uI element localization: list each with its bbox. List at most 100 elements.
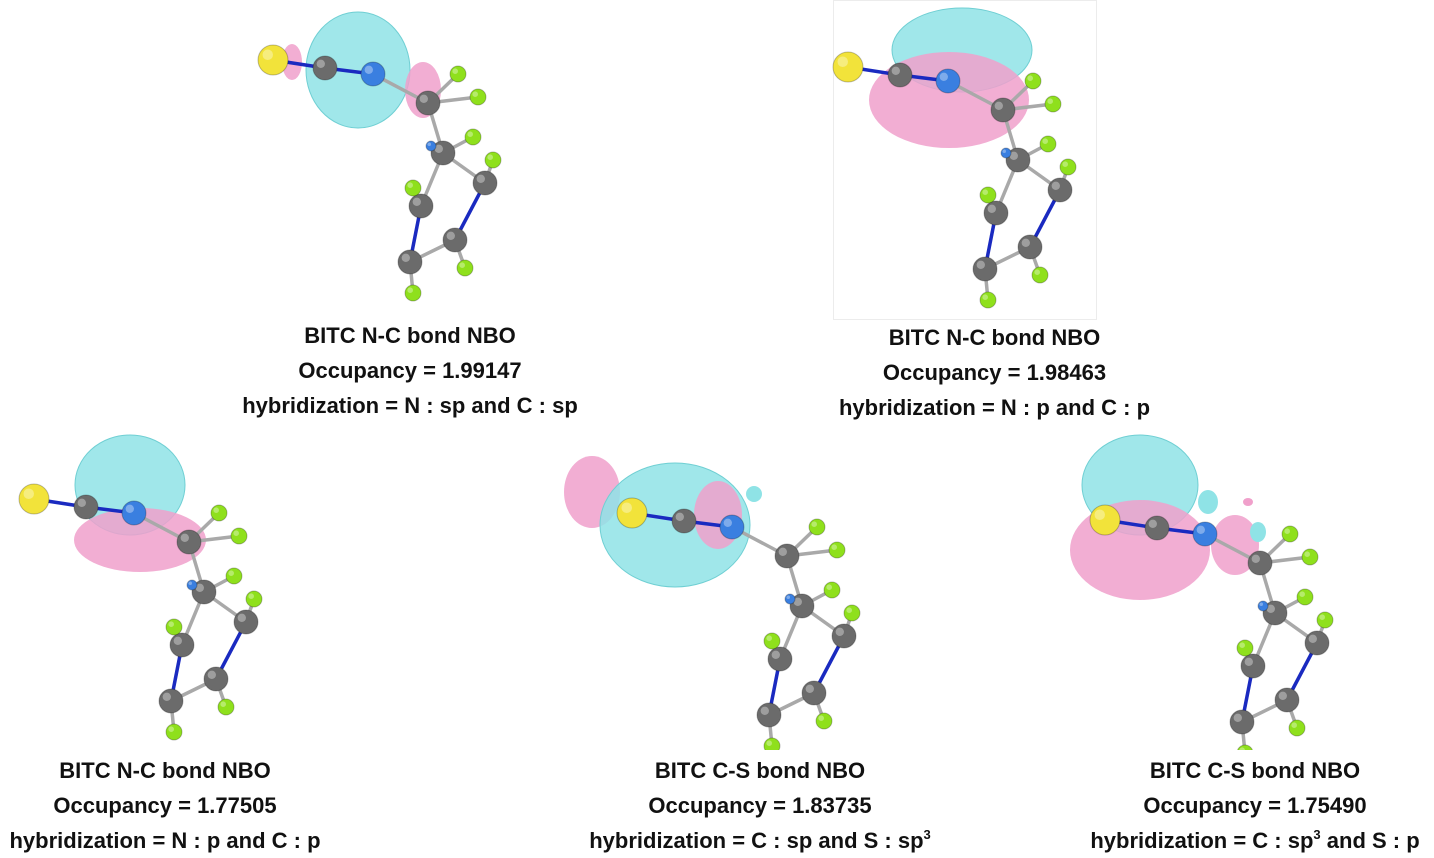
atom-highlight <box>778 547 787 556</box>
caption-hybridization: hybridization = N : sp and C : sp <box>242 393 578 418</box>
carbon-atom <box>203 666 229 692</box>
nitrogen-atom <box>1000 147 1012 159</box>
atom-highlight <box>467 131 474 137</box>
atom-highlight <box>1239 747 1245 750</box>
nitrogen-atom <box>719 514 745 540</box>
fluorine-atom <box>979 291 997 309</box>
atom-highlight <box>233 530 239 536</box>
fluorine-atom <box>1059 158 1077 176</box>
atom-highlight <box>771 650 780 659</box>
nbo-orbital-figure-3 <box>18 434 263 741</box>
sulfur-atom <box>18 483 50 515</box>
atom-highlight <box>939 72 948 82</box>
carbon-atom <box>831 623 857 649</box>
atom-highlight <box>1034 269 1040 276</box>
carbon-atom <box>158 688 184 714</box>
fluorine-atom <box>165 723 183 741</box>
caption-5: BITC C-S bond NBO Occupancy = 1.75490 hy… <box>1070 753 1434 858</box>
atom-highlight <box>766 740 772 746</box>
atom-highlight <box>237 613 246 622</box>
atom-highlight <box>1266 604 1275 613</box>
atom-highlight <box>831 544 837 550</box>
atom-highlight <box>835 627 844 636</box>
carbon-atom <box>1144 515 1170 541</box>
lobe-positive <box>1198 490 1218 514</box>
atom-highlight <box>1148 519 1157 528</box>
fluorine-atom <box>1236 639 1254 657</box>
atom-highlight <box>1233 713 1242 722</box>
atom-highlight <box>982 189 988 195</box>
nitrogen-atom <box>425 140 437 152</box>
fluorine-atom <box>979 186 997 204</box>
caption-occupancy: Occupancy = 1.99147 <box>298 358 522 383</box>
atom-highlight <box>1244 657 1253 666</box>
lobe-positive <box>746 486 762 502</box>
atom-highlight <box>826 584 832 590</box>
carbon-atom <box>972 256 998 282</box>
fluorine-atom <box>464 128 482 146</box>
carbon-atom <box>1047 177 1073 203</box>
atom-highlight <box>1042 138 1048 144</box>
carbon-atom <box>397 249 423 275</box>
sulfur-atom <box>257 44 289 76</box>
atom-highlight <box>846 607 852 613</box>
carbon-atom <box>312 55 338 81</box>
atom-highlight <box>207 670 216 679</box>
fluorine-atom <box>1316 611 1334 629</box>
nitrogen-atom <box>1192 521 1218 547</box>
carbon-atom <box>1304 630 1330 656</box>
atom-highlight <box>723 518 732 527</box>
caption-4: BITC C-S bond NBO Occupancy = 1.83735 hy… <box>570 753 950 858</box>
nbo-orbital-figure-4 <box>564 456 861 750</box>
caption-occupancy: Occupancy = 1.83735 <box>648 793 872 818</box>
atom-highlight <box>23 488 34 499</box>
caption-occupancy: Occupancy = 1.77505 <box>53 793 277 818</box>
atom-highlight <box>1278 691 1287 700</box>
atom-highlight <box>220 701 226 707</box>
panel-1: BITC N-C bond NBO Occupancy = 1.99147 hy… <box>0 0 717 420</box>
fluorine-atom <box>1039 135 1057 153</box>
atom-highlight <box>173 636 182 645</box>
carbon-atom <box>442 227 468 253</box>
atom-highlight <box>427 142 431 146</box>
fluorine-atom <box>456 259 474 277</box>
caption-hybridization: hybridization = C : sp3 and S : p <box>1090 827 1420 853</box>
atom-highlight <box>487 154 494 160</box>
atom-highlight <box>188 581 192 585</box>
atom-highlight <box>228 570 234 576</box>
atom-highlight <box>168 621 174 627</box>
caption-1: BITC N-C bond NBO Occupancy = 1.99147 hy… <box>200 318 620 423</box>
lobe-negative <box>1211 515 1259 575</box>
carbon-atom <box>430 140 456 166</box>
atom-highlight <box>766 635 772 641</box>
carbon-atom <box>1247 550 1273 576</box>
atom-highlight <box>1284 528 1290 534</box>
atom-highlight <box>1251 554 1260 563</box>
nitrogen-atom <box>186 579 198 591</box>
panel-3: BITC N-C bond NBO Occupancy = 1.77505 hy… <box>0 430 480 854</box>
carbon-atom <box>233 609 259 635</box>
nitrogen-atom <box>784 593 796 605</box>
molecule-ball-and-stick <box>1089 504 1334 750</box>
atom-highlight <box>472 91 479 97</box>
atom-highlight <box>434 144 443 153</box>
carbon-atom <box>408 193 434 219</box>
atom-highlight <box>1027 75 1033 81</box>
carbon-atom <box>472 170 498 196</box>
carbon-atom <box>191 579 217 605</box>
caption-title: BITC C-S bond NBO <box>1149 758 1361 783</box>
lobes <box>869 7 1033 148</box>
carbon-atom <box>767 646 793 672</box>
fluorine-atom <box>230 527 248 545</box>
nitrogen-atom <box>121 500 147 526</box>
atom-highlight <box>982 294 988 301</box>
atom-highlight <box>195 583 204 592</box>
atom-highlight <box>1304 551 1310 557</box>
nbo-orbital-figure-5 <box>1070 434 1334 750</box>
carbon-atom <box>887 62 913 88</box>
carbon-atom <box>1229 709 1255 735</box>
atom-highlight <box>180 533 189 542</box>
lobe-positive <box>305 11 411 129</box>
atom-highlight <box>837 56 848 67</box>
atom-highlight <box>262 49 273 60</box>
